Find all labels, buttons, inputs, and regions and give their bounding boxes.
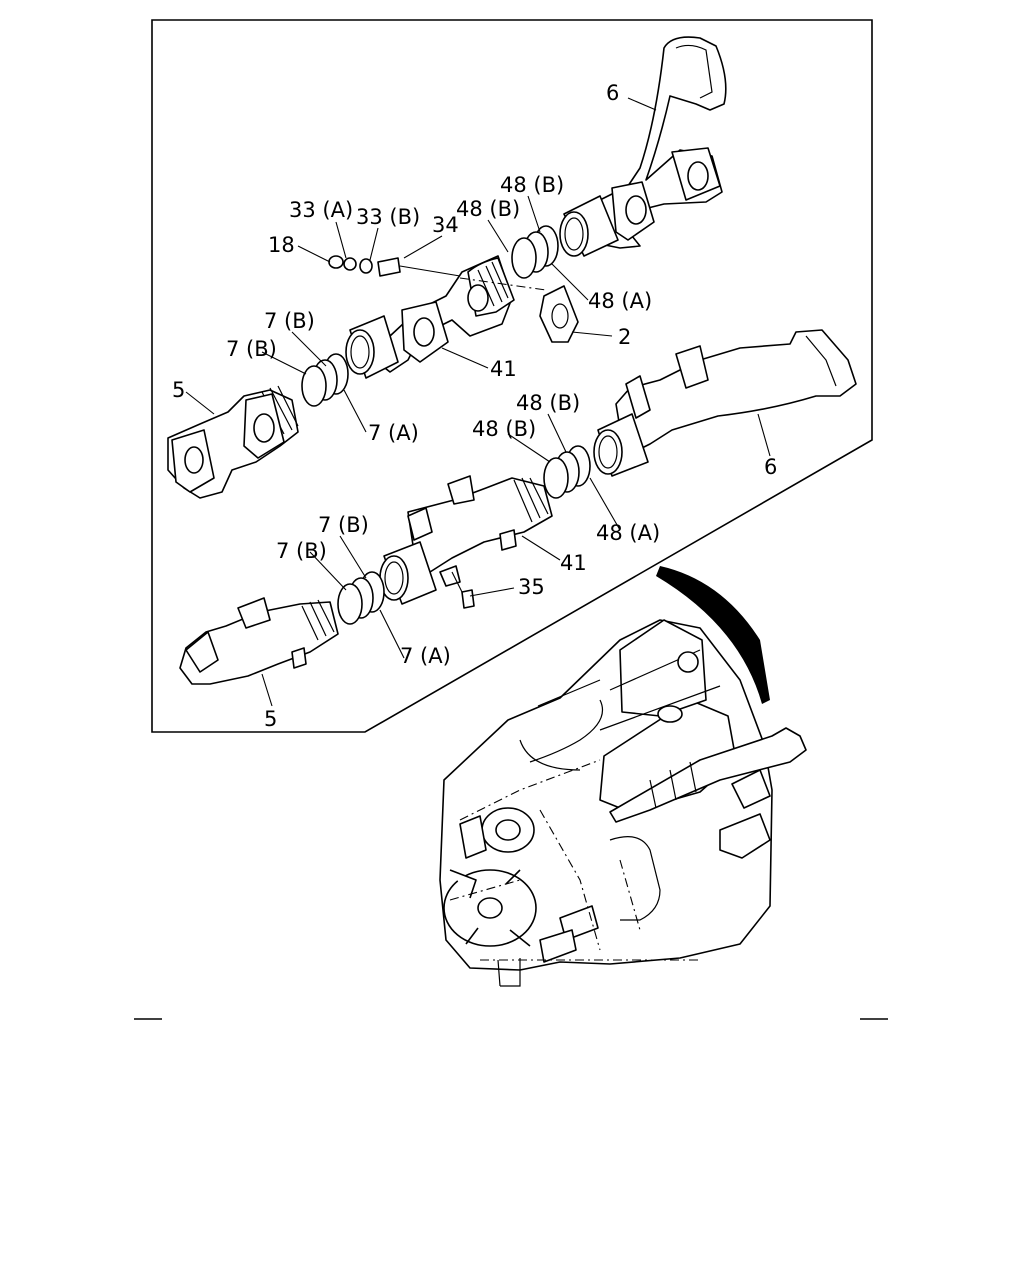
lower-exhaust-manifold-front: [179, 597, 339, 685]
upper-center-manifold: [379, 255, 515, 373]
lower-ring-sleeve-left: [379, 541, 437, 605]
callout-48a-upper: 48 (A): [588, 289, 652, 313]
upper-seal-rings-7: [301, 353, 349, 407]
callout-2: 2: [618, 325, 631, 349]
callout-48a-lower: 48 (A): [596, 521, 660, 545]
callout-5-upper: 5: [172, 378, 185, 402]
diagram-frame: [151, 19, 873, 733]
callout-48b-upper-1: 48 (B): [500, 173, 564, 197]
leader-lines: [185, 97, 771, 707]
upper-ring-sleeve-left: [345, 315, 399, 379]
callout-18: 18: [268, 233, 295, 257]
callout-41-lower: 41: [560, 551, 587, 575]
lower-ring-sleeve-right: [593, 413, 649, 477]
callout-7b-lower-1: 7 (B): [318, 513, 369, 537]
callout-35: 35: [518, 575, 545, 599]
view-direction-band: [656, 566, 770, 704]
callout-48b-upper-2: 48 (B): [456, 197, 520, 221]
callout-6-upper: 6: [606, 81, 619, 105]
upper-seal-rings-48: [511, 225, 559, 279]
engine-assembly-sketch: [439, 566, 807, 987]
callout-41-upper: 41: [490, 357, 517, 381]
upper-ring-sleeve-right: [559, 195, 619, 257]
callout-7b-upper-1: 7 (B): [264, 309, 315, 333]
gasket-2: [539, 285, 579, 343]
callout-7b-lower-2: 7 (B): [276, 539, 327, 563]
callout-7b-upper-2: 7 (B): [226, 337, 277, 361]
callout-48b-lower-1: 48 (B): [516, 391, 580, 415]
upper-exhaust-manifold-rear: [599, 36, 727, 249]
lower-seal-rings-7: [337, 571, 385, 625]
callout-34: 34: [432, 213, 459, 237]
callout-7a-lower: 7 (A): [400, 644, 451, 668]
lower-seal-rings-48: [543, 445, 591, 499]
callout-33b: 33 (B): [356, 205, 420, 229]
lower-exhaust-manifold-rear: [615, 329, 857, 451]
upper-exhaust-manifold-front: [167, 385, 299, 499]
callout-33a: 33 (A): [289, 198, 353, 222]
callout-5-lower: 5: [264, 707, 277, 731]
upper-fastener-hardware: [328, 255, 547, 291]
bolt-35: [451, 571, 475, 609]
callout-7a-upper: 7 (A): [368, 421, 419, 445]
lower-center-manifold: [407, 475, 553, 587]
callout-48b-lower-2: 48 (B): [472, 417, 536, 441]
callout-6-lower: 6: [764, 455, 777, 479]
